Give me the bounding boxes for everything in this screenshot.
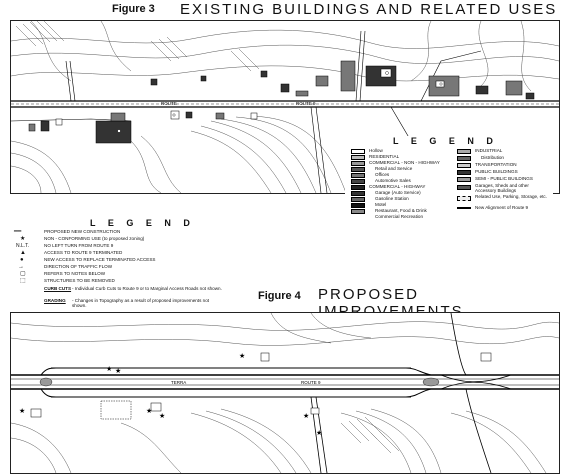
curb-cuts-note: - Individual Curb Cuts to Route 9 or to … xyxy=(72,286,222,291)
fig3-legend-item: COMMERCIAL - HIGHWAY xyxy=(369,184,426,189)
fig4-legend-item: PROPOSED NEW CONSTRUCTION xyxy=(44,229,121,234)
star-icon: ★ xyxy=(115,367,121,375)
grading-note: - Changes in Topography as a result of p… xyxy=(72,298,210,308)
fig4-route-label-2: ROUTE 9 xyxy=(301,380,321,385)
figure-3-map: ROUTE ROUTE 9 xyxy=(10,20,560,194)
fig3-swatch-restaurant xyxy=(351,209,365,214)
figure-4-map-drawing: ★ ★ ★ ★ ★ ★ ★ ★ TERRA ROUTE 9 xyxy=(11,313,559,473)
fig3-legend-item: Related Use, Parking, Storage, etc. xyxy=(475,194,548,199)
dot-icon: ● xyxy=(20,257,24,263)
figure-3-map-drawing: ROUTE ROUTE 9 xyxy=(11,21,559,193)
fig3-legend-item: SEMI - PUBLIC BUILDINGS xyxy=(475,176,533,181)
fig3-legend-item: Offices xyxy=(375,172,390,177)
fig3-legend-item: RESIDENTIAL xyxy=(369,154,400,159)
nlt-symbol: N.L.T. xyxy=(16,243,30,249)
fig3-legend-item: Restaurant, Food & Drink xyxy=(375,208,427,213)
fig3-swatch-retail xyxy=(351,167,365,172)
fig4-legend-item: NON - CONFORMING USE (to proposed zoning… xyxy=(44,236,145,241)
figure-4-legend-items: ━━ PROPOSED NEW CONSTRUCTION ★ NON - CON… xyxy=(10,229,240,309)
proposed-construction-symbol: ━━ xyxy=(14,229,22,235)
star-icon: ★ xyxy=(20,236,26,242)
fig3-legend-item: COMMERCIAL - NON - HIGHWAY xyxy=(369,160,440,165)
fig3-legend-item: Garages, Sheds and other Accessory Build… xyxy=(475,183,529,193)
figure-4-map: ★ ★ ★ ★ ★ ★ ★ ★ TERRA ROUTE 9 xyxy=(10,312,560,474)
star-icon: ★ xyxy=(239,352,245,360)
fig3-swatch-gasoline xyxy=(351,197,365,202)
fig4-legend-item: ACCESS TO ROUTE 9 TERMINATED xyxy=(44,250,123,255)
fig3-legend-item: Motel xyxy=(375,202,387,207)
fig3-swatch-distribution xyxy=(457,156,471,161)
figure-3-legend-title: L E G E N D xyxy=(393,136,498,146)
fig4-legend-item: STRUCTURES TO BE REMOVED xyxy=(44,278,115,283)
fig3-legend-item: PUBLIC BUILDINGS xyxy=(475,169,518,174)
fig3-swatch-hollow xyxy=(351,149,365,154)
fig4-legend-item: DIRECTION OF TRAFFIC FLOW xyxy=(44,264,113,269)
figure-3-title: EXISTING BUILDINGS AND RELATED USES xyxy=(180,1,558,18)
figure-3-legend: L E G E N D Hollow RESIDENTIAL COMMERCIA… xyxy=(345,136,553,216)
fig4-legend-item: NO LEFT TURN FROM ROUTE 9 xyxy=(44,243,114,248)
arrow-right-icon: → xyxy=(18,264,24,270)
fig3-swatch-related-use xyxy=(457,196,471,201)
fig3-route-label-2: ROUTE 9 xyxy=(296,101,316,106)
fig3-legend-item: Commercial Recreation xyxy=(375,214,423,219)
fig3-legend-item: TRANSPORTATION xyxy=(475,162,517,167)
fig3-swatch-auto-sales xyxy=(351,179,365,184)
star-icon: ★ xyxy=(316,429,322,437)
fig3-legend-item: New Alignment of Route 9 xyxy=(475,205,529,210)
fig3-swatch-garage xyxy=(351,191,365,196)
star-icon: ★ xyxy=(303,412,309,420)
fig3-swatch-residential xyxy=(351,155,365,160)
fig3-swatch-new-alignment xyxy=(457,207,471,209)
figure-4-legend: L E G E N D ━━ PROPOSED NEW CONSTRUCTION… xyxy=(10,218,240,313)
fig3-legend-item: Retail and Service xyxy=(375,166,413,171)
fig3-legend-item: Gasoline Station xyxy=(375,196,409,201)
star-icon: ★ xyxy=(19,407,25,415)
fig3-swatch-semi-public xyxy=(457,177,471,182)
figure-4-label: Figure 4 xyxy=(258,290,301,302)
fig3-route-label-1: ROUTE xyxy=(161,101,177,106)
fig3-swatch-commercial-hwy xyxy=(351,185,365,190)
grading-label: GRADING xyxy=(44,298,66,303)
fig3-legend-item: Garage (Auto Service) xyxy=(375,190,421,195)
fig3-legend-item: Automotive Sales xyxy=(375,178,411,183)
fig4-route-label-1: TERRA xyxy=(171,380,186,385)
fig3-swatch-motel xyxy=(351,203,365,208)
triangle-icon: ▲ xyxy=(20,250,26,256)
figure-4-legend-title: L E G E N D xyxy=(90,218,195,228)
fig3-swatch-industrial xyxy=(457,149,471,154)
dashed-box-icon: ⬚ xyxy=(20,278,26,284)
fig4-legend-item: REFERS TO NOTES BELOW xyxy=(44,271,106,276)
curb-cuts-label: CURB CUTS xyxy=(44,286,72,291)
fig3-legend-item: Distribution xyxy=(481,155,504,160)
fig3-legend-item: INDUSTRIAL xyxy=(475,148,503,153)
fig3-swatch-offices xyxy=(351,173,365,178)
fig3-swatch-public xyxy=(457,170,471,175)
figure-3-label: Figure 3 xyxy=(112,3,155,15)
note-box-icon: ▢ xyxy=(20,271,26,277)
star-icon: ★ xyxy=(159,412,165,420)
star-icon: ★ xyxy=(146,407,152,415)
fig3-swatch-commercial-non-hwy xyxy=(351,161,365,166)
fig3-legend-item: Hollow xyxy=(369,148,383,153)
fig3-swatch-accessory xyxy=(457,185,471,190)
star-icon: ★ xyxy=(106,365,112,373)
fig4-legend-item: NEW ACCESS TO REPLACE TERMINATED ACCESS xyxy=(44,257,156,262)
fig3-swatch-transportation xyxy=(457,163,471,168)
